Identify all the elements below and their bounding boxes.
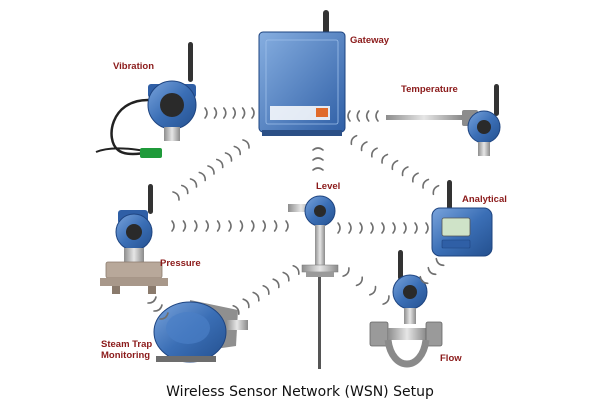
label-analytical: Analytical <box>462 194 507 205</box>
wave-level-analytical <box>359 222 363 234</box>
wave-pressure-level <box>285 220 289 232</box>
wave-temperature-gateway <box>375 110 379 122</box>
wave-pressure-level <box>228 220 232 232</box>
wave-analytical-gateway <box>371 147 378 158</box>
label-pressure: Pressure <box>160 258 201 269</box>
wave-analytical-gateway <box>432 184 440 196</box>
wave-pressure-steam <box>153 304 163 312</box>
wave-analytical-flow <box>427 266 437 276</box>
pressure-transmitter <box>100 184 168 294</box>
wave-level-flow <box>369 285 377 296</box>
figure-caption: Wireless Sensor Network (WSN) Setup <box>166 384 434 400</box>
wave-level-gateway <box>312 167 324 171</box>
wave-pressure-level <box>239 220 244 232</box>
vibration-transmitter <box>95 42 197 158</box>
label-steam-trap-line1: Steam Trap <box>101 339 152 350</box>
wave-pressure-level <box>273 220 278 232</box>
wave-level-analytical <box>403 222 407 234</box>
gateway-device <box>258 10 346 136</box>
wireless-signals <box>147 107 445 320</box>
flow-meter <box>369 250 443 368</box>
wave-level-gateway <box>312 157 324 161</box>
wave-pressure-level <box>216 220 221 232</box>
wave-steam-level <box>262 285 270 295</box>
wave-pressure-gateway <box>198 171 207 182</box>
wave-level-analytical <box>370 222 374 234</box>
wave-level-gateway <box>312 147 324 151</box>
wave-steam-level <box>232 305 240 315</box>
wave-pressure-level <box>171 220 175 232</box>
wave-pressure-gateway <box>181 184 189 195</box>
label-flow: Flow <box>440 353 462 364</box>
wave-analytical-gateway <box>412 172 419 183</box>
wave-steam-level <box>272 278 280 289</box>
wave-analytical-gateway <box>350 134 358 146</box>
wave-level-analytical <box>381 222 385 234</box>
label-steam-trap-line2: Monitoring <box>101 350 150 361</box>
wave-level-analytical <box>414 222 418 234</box>
label-vibration: Vibration <box>113 61 154 72</box>
wave-level-flow <box>355 276 364 287</box>
wave-vibration-gateway <box>251 107 255 119</box>
analytical-transmitter <box>431 180 493 257</box>
wave-pressure-level <box>205 220 209 232</box>
wave-steam-level <box>242 298 250 309</box>
wave-vibration-gateway <box>204 107 208 119</box>
wave-pressure-steam <box>159 312 169 320</box>
wave-pressure-steam <box>147 296 157 304</box>
wave-steam-level <box>292 265 300 275</box>
steam-trap-monitor <box>153 300 248 363</box>
wave-temperature-gateway <box>347 110 351 122</box>
label-gateway: Gateway <box>350 35 390 46</box>
wave-analytical-gateway <box>391 159 399 171</box>
wave-pressure-level <box>194 220 198 232</box>
wave-pressure-gateway <box>224 152 233 162</box>
wave-steam-level <box>252 291 260 302</box>
label-level: Level <box>316 181 340 192</box>
wave-steam-level <box>282 271 290 282</box>
wave-analytical-gateway <box>401 166 409 177</box>
wave-temperature-gateway <box>356 110 361 122</box>
wave-analytical-gateway <box>381 153 389 164</box>
wave-analytical-flow <box>435 257 445 267</box>
wave-temperature-gateway <box>365 110 370 122</box>
wave-level-analytical <box>337 222 341 234</box>
wave-level-flow <box>342 267 350 277</box>
wave-pressure-level <box>182 220 187 232</box>
wave-analytical-flow <box>419 275 429 285</box>
wave-analytical-gateway <box>422 178 430 189</box>
wave-pressure-gateway <box>189 178 198 188</box>
wave-pressure-gateway <box>172 191 180 201</box>
wave-pressure-level <box>251 220 255 232</box>
wave-vibration-gateway <box>232 107 236 119</box>
wave-level-flow <box>382 295 390 305</box>
wave-vibration-gateway <box>223 107 227 119</box>
wave-analytical-gateway <box>360 141 368 152</box>
temperature-transmitter <box>386 84 501 156</box>
wave-pressure-gateway <box>207 165 215 175</box>
wave-level-analytical <box>348 222 352 234</box>
level-transmitter <box>288 195 339 369</box>
label-temperature: Temperature <box>401 84 458 95</box>
wave-vibration-gateway <box>241 107 246 119</box>
wave-pressure-gateway <box>242 139 250 149</box>
wave-level-analytical <box>392 222 396 234</box>
wave-pressure-gateway <box>233 145 242 156</box>
wave-level-analytical <box>425 222 429 234</box>
wave-vibration-gateway <box>213 107 218 119</box>
wave-pressure-gateway <box>216 158 224 169</box>
wave-pressure-level <box>262 220 266 232</box>
